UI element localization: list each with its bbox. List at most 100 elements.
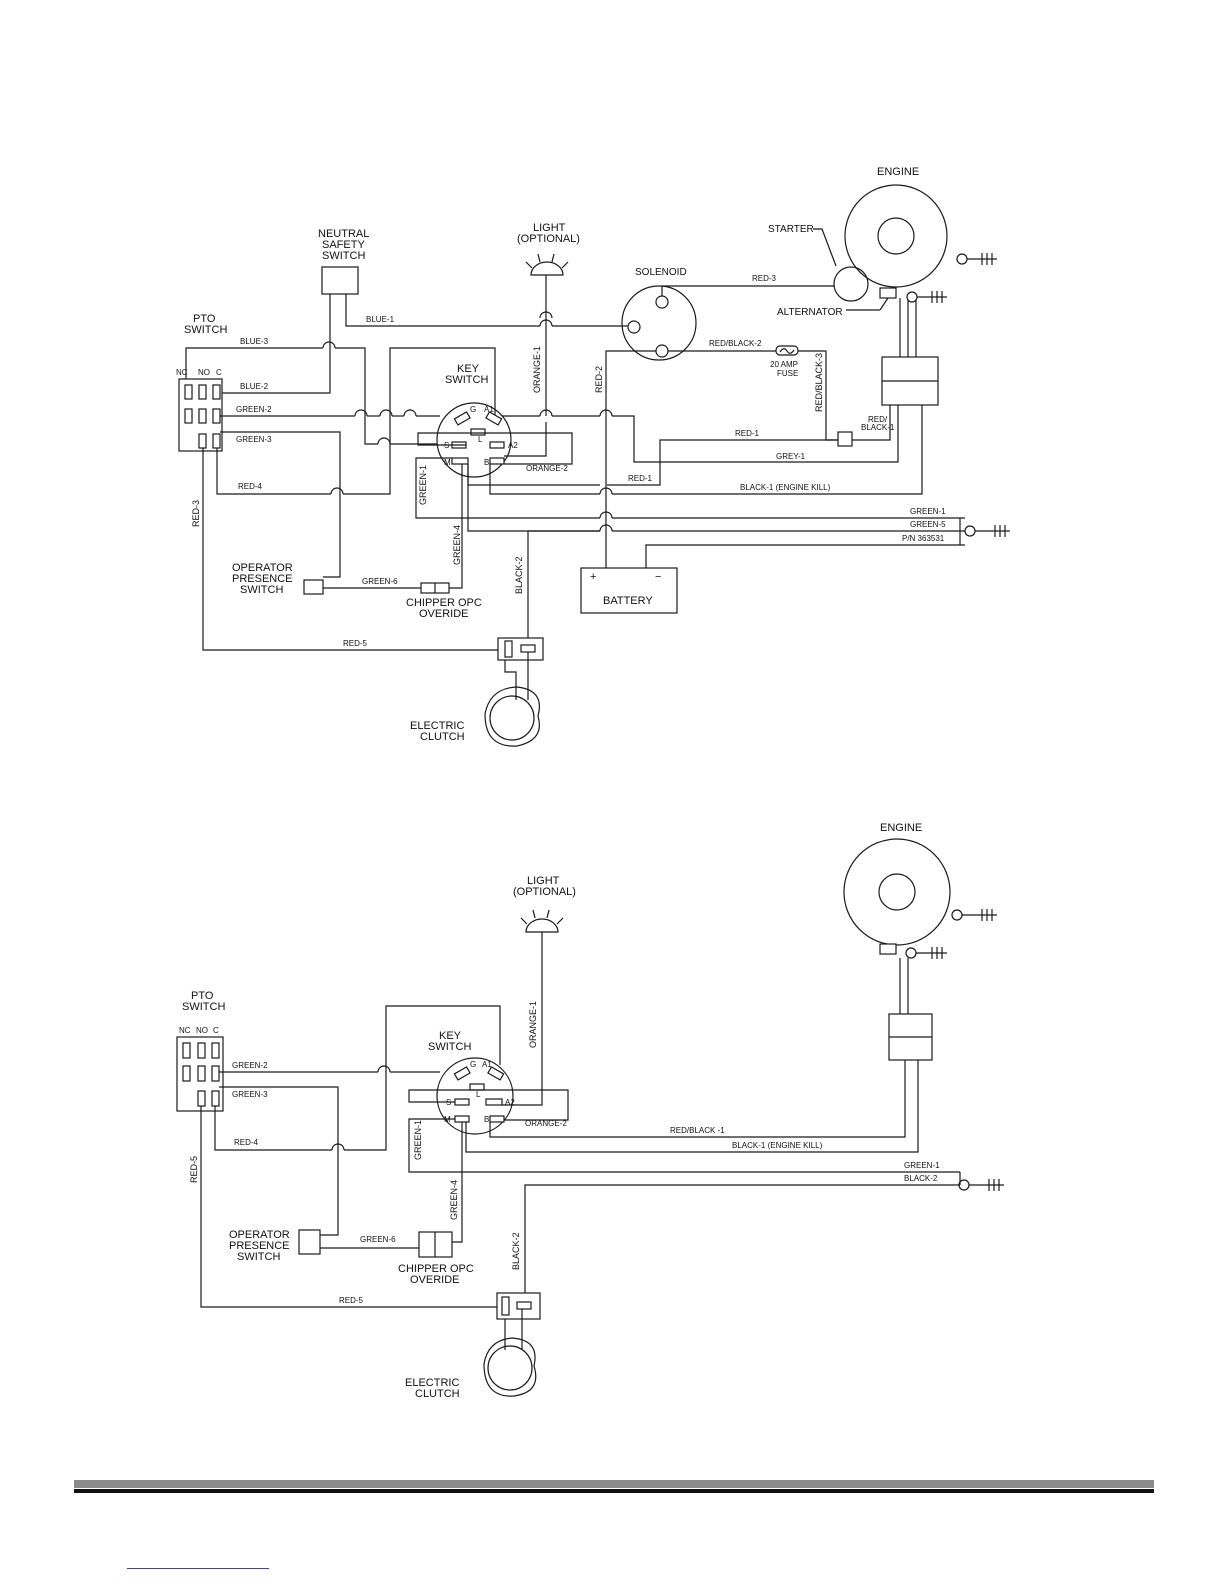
wire-green1-horizontal: GREEN-1 [910, 507, 946, 516]
key-label-2: SWITCH [445, 374, 488, 386]
wire-black2: BLACK-2 [514, 556, 524, 594]
key-g: G [470, 405, 476, 414]
key-a1: A1 [482, 1060, 492, 1069]
neutral-safety-switch: NEUTRAL SAFETY SWITCH [318, 228, 369, 295]
wire-green4: GREEN-4 [452, 525, 462, 565]
wire-red5: RED-5 [343, 639, 368, 648]
pto-label-2: SWITCH [184, 324, 227, 336]
wire-orange1: ORANGE-1 [532, 346, 542, 393]
ground-symbol [964, 525, 1010, 537]
clutch-label-2: CLUTCH [420, 731, 465, 743]
chipper-label-2: OVERIDE [419, 608, 469, 620]
opp-label-3: SWITCH [237, 1251, 280, 1263]
light: LIGHT (OPTIONAL) [513, 875, 576, 933]
wire-green5: GREEN-5 [910, 520, 946, 529]
opp-label-2: PRESENCE [232, 573, 293, 585]
wire-blue1: BLUE-1 [366, 315, 395, 324]
key-label-1: KEY [439, 1030, 462, 1042]
key-g: G [470, 1060, 476, 1069]
wire-orange2: ORANGE-2 [525, 1119, 567, 1128]
fuse-label-2: FUSE [777, 369, 798, 378]
pto-c: C [213, 1026, 219, 1035]
light-label: LIGHT [533, 222, 566, 234]
red-black1-label-a: RED/ [868, 415, 888, 424]
light: LIGHT (OPTIONAL) [517, 222, 580, 318]
starter-label: STARTER [768, 224, 814, 235]
fuse-label-1: 20 AMP [770, 360, 798, 369]
key-b: B [484, 458, 489, 467]
neutral-label-2: SAFETY [322, 239, 365, 251]
footer-rule-gray [74, 1480, 1154, 1488]
wire-red3: RED-3 [752, 274, 777, 283]
opp-label-2: PRESENCE [229, 1240, 290, 1252]
pto-label-1: PTO [193, 313, 216, 325]
key-l: L [478, 435, 483, 444]
footer-rule-black [74, 1489, 1154, 1493]
battery: + − BATTERY [580, 567, 678, 614]
wire-red5: RED-5 [339, 1296, 364, 1305]
red-black1-label-b: BLACK-1 [861, 423, 895, 432]
ground-symbol [905, 947, 947, 959]
wire-redblack3: RED/BLACK-3 [814, 353, 824, 412]
battery-minus: − [655, 571, 661, 583]
engine-label: ENGINE [877, 166, 919, 178]
electric-clutch: ELECTRIC CLUTCH [405, 1337, 537, 1400]
battery-label: BATTERY [603, 595, 653, 607]
wire-green6: GREEN-6 [362, 577, 398, 586]
wire-red3-vertical: RED-3 [191, 500, 201, 527]
operator-presence-switch: OPERATOR PRESENCE SWITCH [229, 1229, 321, 1263]
clutch-label-1: ELECTRIC [410, 720, 464, 732]
wire-red5-vertical: RED-5 [189, 1156, 199, 1183]
key-label-2: SWITCH [428, 1041, 471, 1053]
wire-red4: RED-4 [234, 1138, 259, 1147]
wire-green1-vertical: GREEN-1 [418, 465, 428, 505]
neutral-label-3: SWITCH [322, 250, 365, 262]
battery-plus: + [590, 571, 596, 583]
engine: ENGINE [844, 166, 948, 288]
key-l: L [476, 1090, 481, 1099]
pto-c: C [216, 368, 222, 377]
wire-orange1: ORANGE-1 [528, 1001, 538, 1048]
opp-label-3: SWITCH [240, 584, 283, 596]
wire-redblack1: RED/BLACK -1 [670, 1126, 725, 1135]
wire-green3: GREEN-3 [236, 435, 272, 444]
wire-green1-vertical: GREEN-1 [413, 1120, 423, 1160]
key-switch: KEY SWITCH G A1 L S A2 M B [436, 363, 518, 478]
solenoid-label: SOLENOID [635, 267, 687, 278]
pto-switch: PTO SWITCH NC NO C [176, 990, 225, 1112]
chipper-opc-override: CHIPPER OPC OVERIDE [406, 582, 482, 620]
engine-label: ENGINE [880, 822, 922, 834]
wire-green1-horizontal: GREEN-1 [904, 1161, 940, 1170]
wire-red1-a: RED-1 [735, 429, 760, 438]
alternator-label: ALTERNATOR [777, 307, 843, 318]
pto-no: NO [198, 368, 210, 377]
wire-black2-horizontal: BLACK-2 [904, 1174, 938, 1183]
clutch-label-2: CLUTCH [415, 1388, 460, 1400]
wire-green4: GREEN-4 [449, 1180, 459, 1220]
neutral-label-1: NEUTRAL [318, 228, 369, 240]
starter: STARTER [768, 224, 869, 302]
pto-switch: PTO SWITCH NC NO C [176, 313, 227, 452]
electric-clutch: ELECTRIC CLUTCH [410, 686, 540, 747]
chipper-label-2: OVERIDE [410, 1274, 460, 1286]
key-label-1: KEY [457, 363, 480, 375]
key-b: B [484, 1115, 489, 1124]
wire-grey1: GREY-1 [776, 452, 806, 461]
key-a2: A2 [508, 441, 518, 450]
ground-symbol [951, 909, 997, 921]
opp-label-1: OPERATOR [229, 1229, 290, 1241]
chipper-label-1: CHIPPER OPC [398, 1263, 474, 1275]
bottom-wiring-diagram: ENGINE LIGHT (OPTIONAL) [176, 822, 1004, 1400]
wire-redblack2: RED/BLACK-2 [709, 339, 762, 348]
footer-link-underline[interactable] [127, 1568, 269, 1569]
wire-red4: RED-4 [238, 482, 263, 491]
wire-orange2: ORANGE-2 [526, 464, 568, 473]
key-a2: A2 [505, 1098, 515, 1107]
wire-green3: GREEN-3 [232, 1090, 268, 1099]
clutch-label-1: ELECTRIC [405, 1377, 459, 1389]
pto-nc: NC [176, 368, 188, 377]
wire-black1-kill: BLACK-1 (ENGINE KILL) [732, 1141, 823, 1150]
chipper-opc-override: CHIPPER OPC OVERIDE [398, 1231, 474, 1286]
light-label: LIGHT [527, 875, 560, 887]
